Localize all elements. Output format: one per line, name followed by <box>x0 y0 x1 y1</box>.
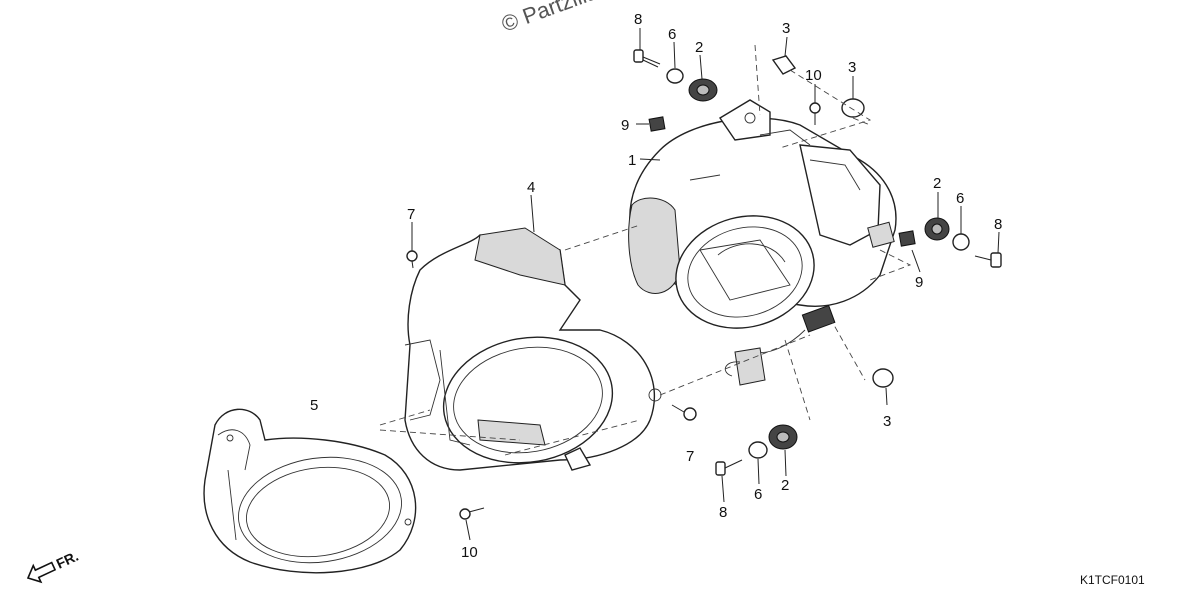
callout-10-top: 10 <box>805 67 822 84</box>
screw-10-bottom <box>459 507 485 520</box>
outer-rim <box>203 408 417 574</box>
callout-2-bottom: 2 <box>781 477 789 494</box>
front-arrow-icon <box>26 561 57 584</box>
washer-bottom <box>748 441 768 459</box>
washer-right <box>952 233 970 251</box>
bolt-right <box>974 252 1002 268</box>
callout-3-bottom: 3 <box>883 413 891 430</box>
callout-9-right: 9 <box>915 274 923 291</box>
inner-cover <box>404 227 662 471</box>
callouts: 8 6 2 3 10 3 9 1 2 6 8 9 4 7 5 3 7 2 6 8… <box>310 11 1002 561</box>
callout-6-top: 6 <box>668 26 676 43</box>
grommet-bottom <box>768 424 798 450</box>
callout-3-top-right: 3 <box>848 59 856 76</box>
callout-10-bottom: 10 <box>461 544 478 561</box>
callout-4: 4 <box>527 179 535 196</box>
front-label: FR. <box>54 548 81 572</box>
watermark: © Partzilla <box>498 0 602 37</box>
assembly-lines <box>379 44 912 456</box>
callout-5: 5 <box>310 397 318 414</box>
callout-9-left: 9 <box>621 117 629 134</box>
callout-3-top-left: 3 <box>782 20 790 37</box>
grommet-right <box>924 217 950 241</box>
clip-right <box>898 230 916 247</box>
callout-8-bottom: 8 <box>719 504 727 521</box>
callout-2-right: 2 <box>933 175 941 192</box>
callout-8-right: 8 <box>994 216 1002 233</box>
collar-top-left <box>771 55 797 75</box>
bolt-bottom <box>715 459 743 476</box>
front-indicator: FR. <box>26 548 81 584</box>
callout-1: 1 <box>628 152 636 169</box>
screw-10-top <box>809 102 821 125</box>
bolt-top <box>633 49 661 68</box>
callout-2-top: 2 <box>695 39 703 56</box>
callout-7-upper: 7 <box>407 206 415 223</box>
grommet-top <box>688 78 718 102</box>
headlight-unit <box>628 99 897 386</box>
clip-left <box>648 116 666 132</box>
diagram-code: K1TCF0101 <box>1080 573 1145 587</box>
callout-6-right: 6 <box>956 190 964 207</box>
callout-6-bottom: 6 <box>754 486 762 503</box>
screw-lower <box>671 404 697 421</box>
collar-bottom <box>872 368 894 388</box>
callout-8-top: 8 <box>634 11 642 28</box>
washer-top <box>666 68 684 84</box>
callout-7-lower: 7 <box>686 448 694 465</box>
screw-upper <box>406 250 418 269</box>
leader-lines <box>411 28 1000 541</box>
